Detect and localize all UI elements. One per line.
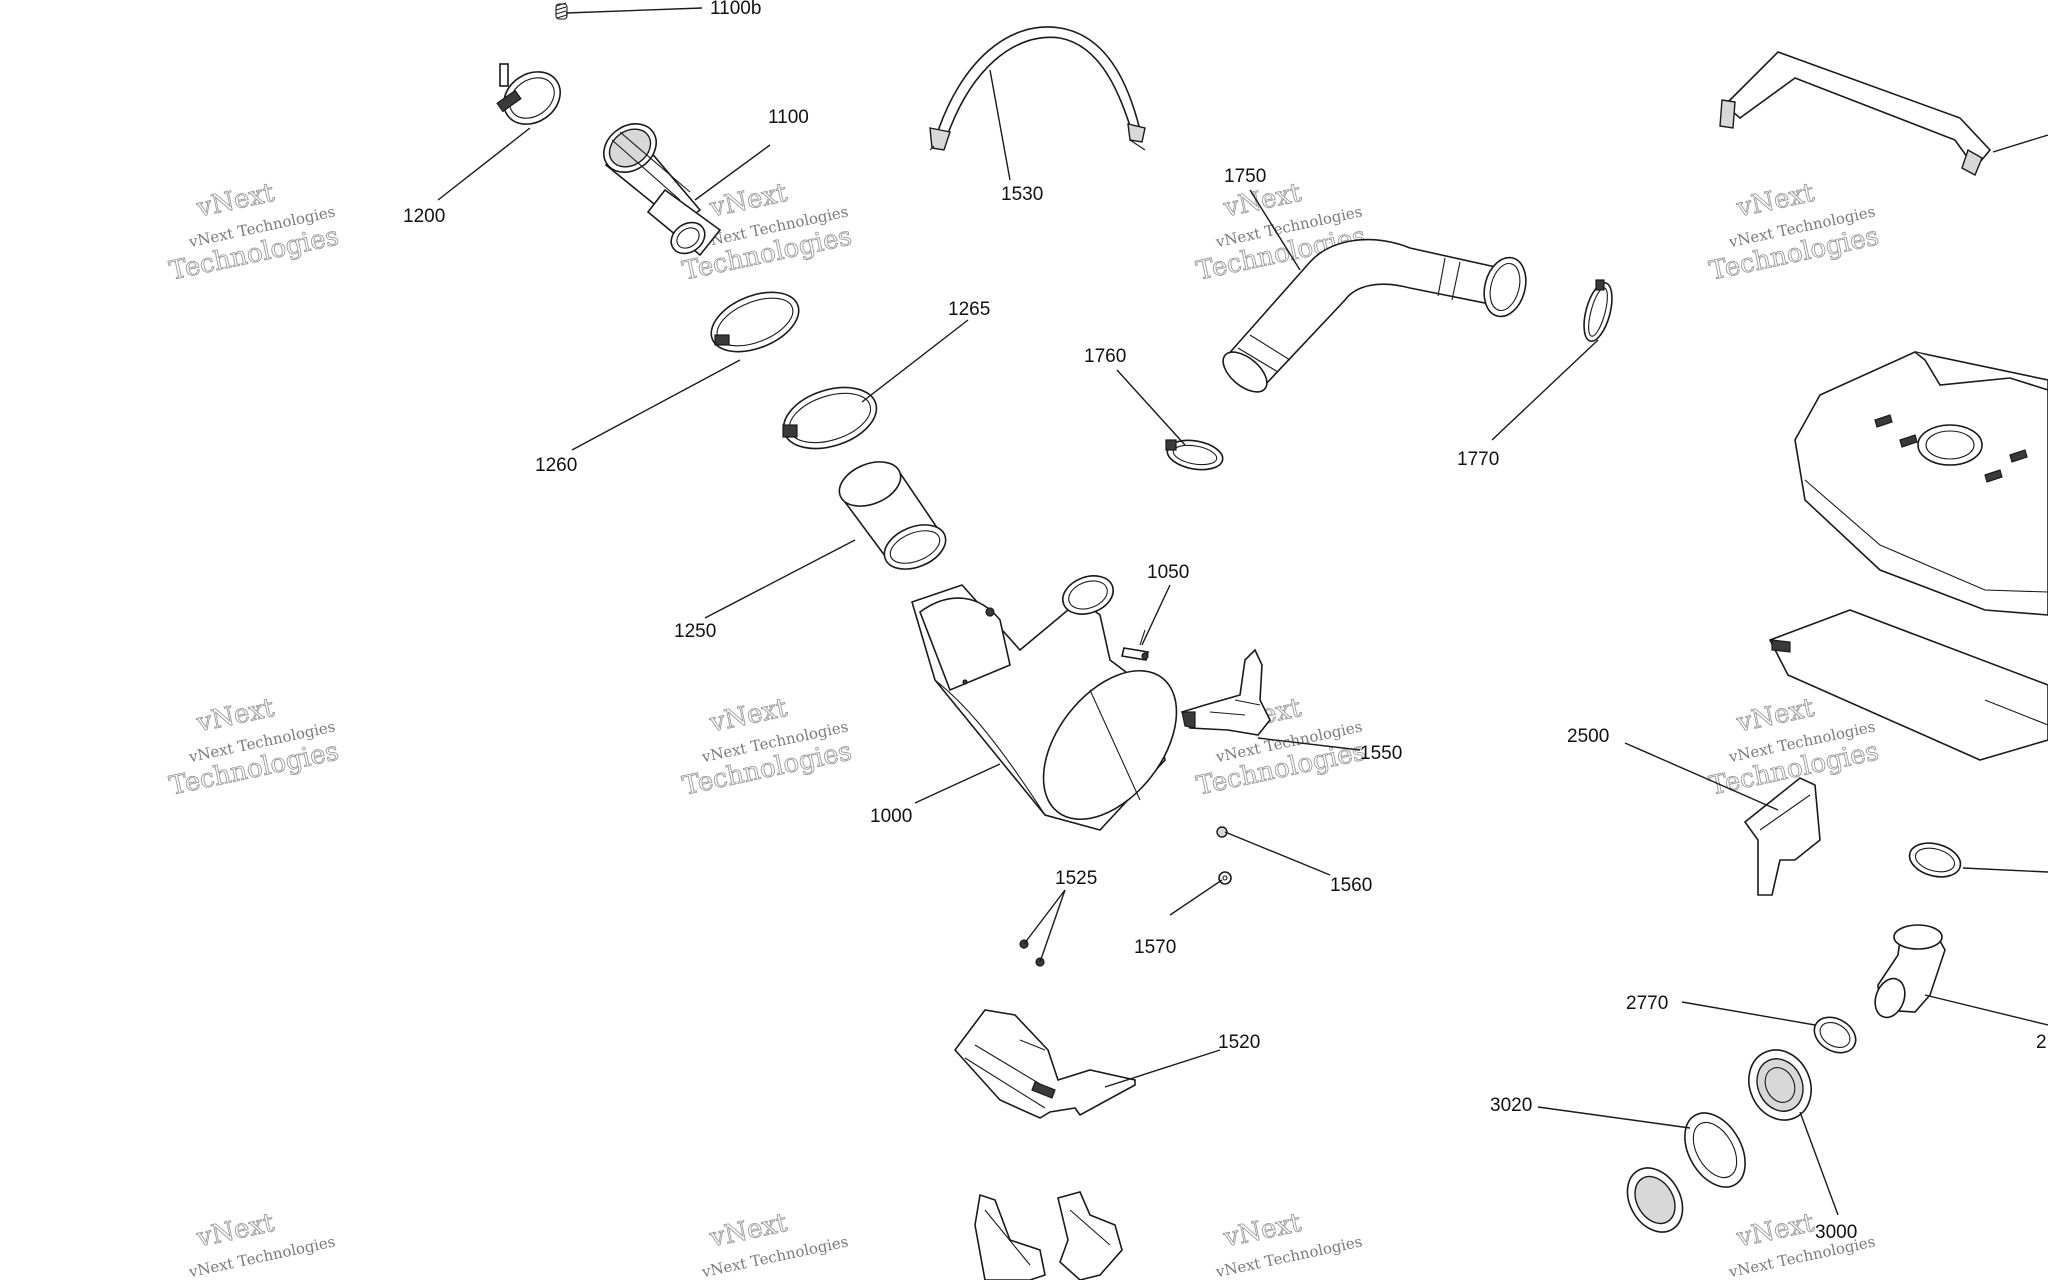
- leader-1770: [1491, 339, 1599, 441]
- callout-1760: 1760: [1084, 346, 1126, 367]
- leader-right-strap: [1992, 134, 2048, 153]
- watermark: vNext vNext Technologies Technologies: [166, 692, 341, 802]
- part-bottom-bracket-right: [1057, 1191, 1123, 1280]
- part-3000-fitting: [1748, 1049, 1812, 1121]
- part-1520-heat-shield: [953, 1009, 1136, 1119]
- leader-1265: [861, 319, 969, 403]
- leader-1100b: [565, 7, 703, 14]
- leader-1250: [704, 539, 856, 619]
- leader-1000: [914, 763, 1001, 804]
- callout-3000: 3000: [1815, 1222, 1857, 1243]
- leader-1050: [1141, 584, 1171, 646]
- part-bottom-bracket-left: [974, 1193, 1046, 1280]
- leader-1100: [694, 144, 771, 201]
- part-1750-bent-pipe: [1222, 238, 1527, 393]
- callout-1265: 1265: [948, 299, 990, 320]
- leader-1525b: [1039, 889, 1066, 963]
- leader-1520: [1104, 1049, 1221, 1088]
- part-1265-clamp: [782, 386, 878, 450]
- callout-1520: 1520: [1218, 1032, 1260, 1053]
- part-bottom-right-fitting: [1626, 1167, 1684, 1233]
- leader-1260: [571, 359, 741, 451]
- callout-1525: 1525: [1055, 868, 1097, 889]
- part-2500-bracket: [1743, 777, 1821, 896]
- part-right-elbow: [1874, 924, 1946, 1019]
- part-1560-nut: [1216, 826, 1228, 838]
- callout-1050: 1050: [1147, 562, 1189, 583]
- callout-1550: 1550: [1360, 743, 1402, 764]
- leader-2500: [1624, 742, 1779, 811]
- callout-1250: 1250: [674, 621, 716, 642]
- callout-1560: 1560: [1330, 875, 1372, 896]
- part-right-strap: [1719, 51, 1992, 176]
- callout-1770: 1770: [1457, 449, 1499, 470]
- part-1100-pipe: [603, 123, 722, 257]
- callout-labels: 1100b 1100 1200 1530 1750 1265 1260 1760…: [403, 0, 2047, 1243]
- leader-2770: [1681, 1001, 1816, 1026]
- watermark: vNext vNext Technologies: [699, 1207, 849, 1280]
- callout-1260: 1260: [535, 455, 577, 476]
- watermark: vNext vNext Technologies Technologies: [1706, 177, 1881, 287]
- part-1760-clamp: [1165, 439, 1224, 471]
- callout-1570: 1570: [1134, 937, 1176, 958]
- callout-2500: 2500: [1567, 726, 1609, 747]
- callout-1000: 1000: [870, 806, 912, 827]
- part-1100b-spring: [555, 2, 568, 20]
- leader-1525a: [1023, 889, 1066, 945]
- callout-1750: 1750: [1224, 166, 1266, 187]
- leader-lines: [437, 7, 2048, 1216]
- leader-1560: [1224, 831, 1331, 876]
- part-1770-clamp: [1583, 279, 1613, 342]
- part-1550-bracket: [1180, 648, 1271, 736]
- part-right-plate: [1768, 609, 2048, 761]
- watermark: vNext vNext Technologies: [1213, 1207, 1363, 1280]
- part-1570-washer: [1218, 871, 1232, 885]
- leader-1750: [1249, 189, 1301, 271]
- leader-right-clamp: [1962, 867, 2048, 873]
- part-1000-muffler: [911, 575, 1178, 831]
- callout-1200: 1200: [403, 206, 445, 227]
- part-3020-ring: [1684, 1112, 1746, 1188]
- leader-3020: [1537, 1106, 1691, 1129]
- watermark: vNext vNext Technologies Technologies: [1193, 692, 1368, 802]
- part-1050-sensor: [1121, 629, 1149, 661]
- part-1200-clamp: [496, 63, 561, 125]
- callout-1100b: 1100b: [710, 0, 761, 19]
- part-1250-sleeve: [838, 461, 947, 570]
- part-1260-clamp: [710, 291, 800, 353]
- callout-1530: 1530: [1001, 184, 1043, 205]
- leader-1530: [989, 69, 1011, 181]
- part-1530-strap: [929, 26, 1146, 151]
- part-right-clamp: [1908, 842, 1962, 878]
- leader-1760: [1116, 369, 1186, 446]
- part-right-airbox: [1794, 351, 2048, 616]
- callout-3020: 3020: [1490, 1095, 1532, 1116]
- callout-2: 2: [2036, 1032, 2047, 1053]
- leader-1200: [437, 127, 531, 201]
- watermark: vNext vNext Technologies: [186, 1207, 336, 1280]
- callout-2770: 2770: [1626, 993, 1668, 1014]
- leader-1570: [1169, 879, 1223, 916]
- callout-1100: 1100: [768, 107, 809, 128]
- watermark: vNext vNext Technologies Technologies: [679, 692, 854, 802]
- leader-1550: [1257, 737, 1361, 751]
- watermark: vNext vNext Technologies Technologies: [166, 177, 341, 287]
- leader-3000: [1799, 1111, 1839, 1216]
- leader-2: [1924, 994, 2048, 1026]
- part-2770-clamp: [1813, 1016, 1857, 1054]
